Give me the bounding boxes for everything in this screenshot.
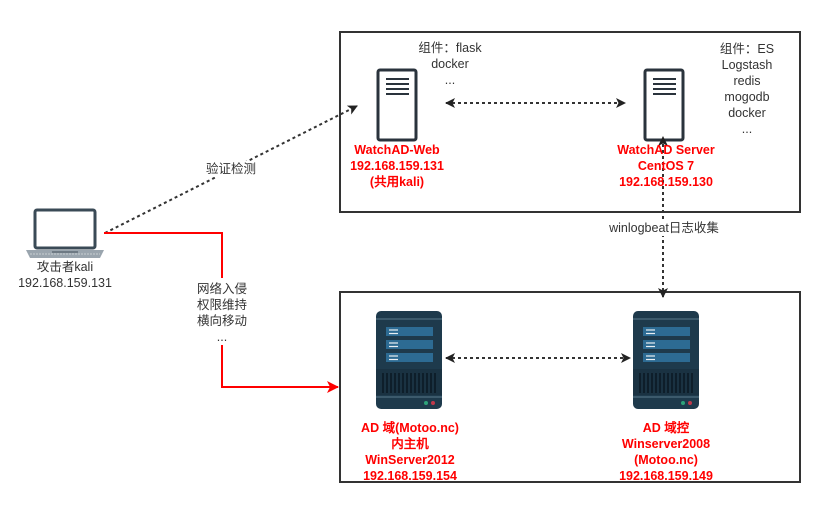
attack-actions-label: 网络入侵 权限维持 横向移动 ... <box>186 281 258 345</box>
watchad-web-label: WatchAD-Web 192.168.159.131 (共用kali) <box>330 142 464 190</box>
node-os: CentOS 7 <box>637 159 695 173</box>
attacker-laptop-icon[interactable] <box>26 208 104 258</box>
watchad-web-server-icon[interactable] <box>376 68 418 142</box>
attack-line: ... <box>216 330 228 344</box>
node-os: WinServer2012 <box>365 453 455 467</box>
winlogbeat-label: winlogbeat日志收集 <box>596 220 732 236</box>
ad-host-server-icon[interactable] <box>376 311 442 409</box>
component-line: ... <box>741 122 753 136</box>
component-line: docker <box>728 106 766 120</box>
bottom-group-box[interactable] <box>339 291 801 483</box>
component-line: 组件：flask <box>418 41 482 55</box>
attack-line: 横向移动 <box>196 314 247 328</box>
watchad-server-icon[interactable] <box>643 68 685 142</box>
component-line: Logstash <box>721 58 773 72</box>
edge-attack-path-lower[interactable] <box>221 340 339 393</box>
node-ip: 192.168.159.130 <box>619 175 713 189</box>
ad-dc-server-icon[interactable] <box>633 311 699 409</box>
node-os: Winserver2008 <box>621 437 711 451</box>
ad-dc-label: AD 域控 Winserver2008 (Motoo.nc) 192.168.1… <box>600 420 732 484</box>
component-line: 组件：ES <box>719 42 775 56</box>
server-components-label: 组件：ES Logstash redis mogodb docker ... <box>702 41 792 137</box>
node-ip: 192.168.159.154 <box>363 469 457 483</box>
watchad-server-label: WatchAD Server CentOS 7 192.168.159.130 <box>598 142 734 190</box>
attacker-label: 攻击者kali 192.168.159.131 <box>5 259 125 291</box>
edge-verify-detect[interactable] <box>104 105 358 234</box>
web-components-label: 组件：flask docker ... <box>400 40 500 88</box>
component-line: mogodb <box>724 90 770 104</box>
node-ip: 192.168.159.131 <box>350 159 444 173</box>
attacker-name: 攻击者kali <box>36 260 94 274</box>
attack-line: 权限维持 <box>196 298 247 312</box>
node-role: AD 域控 <box>642 421 690 435</box>
node-note: (共用kali) <box>369 175 425 189</box>
attack-line: 网络入侵 <box>196 282 247 296</box>
node-domain: (Motoo.nc) <box>634 453 698 467</box>
component-line: docker <box>431 57 469 71</box>
top-group-box[interactable] <box>339 31 801 213</box>
ad-host-label: AD 域(Motoo.nc) 内主机 WinServer2012 192.168… <box>345 420 475 484</box>
node-role: 内主机 <box>391 437 429 451</box>
node-name: WatchAD-Web <box>354 143 440 157</box>
node-name: WatchAD Server <box>617 143 715 157</box>
attacker-ip: 192.168.159.131 <box>18 276 112 290</box>
node-ip: 192.168.159.149 <box>619 469 713 483</box>
component-line: redis <box>733 74 761 88</box>
verify-detect-label: 验证检测 <box>196 161 266 177</box>
node-domain: AD 域(Motoo.nc) <box>361 421 459 435</box>
edge-attack-path[interactable] <box>104 232 223 278</box>
component-line: ... <box>444 73 456 87</box>
